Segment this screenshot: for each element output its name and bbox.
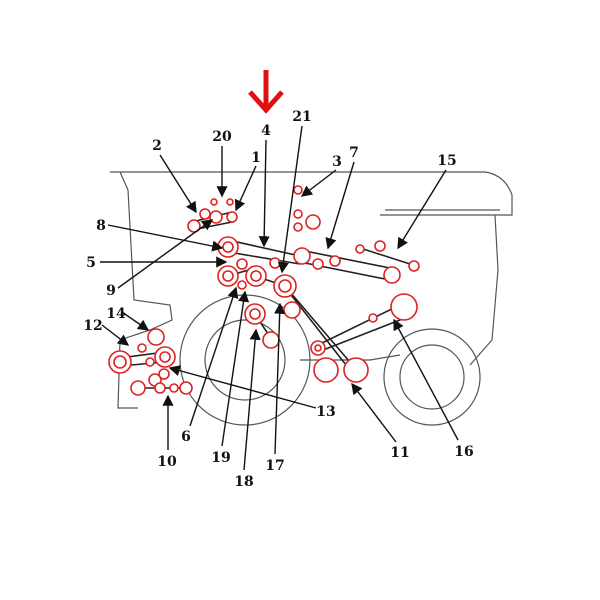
callout-17: 17 — [265, 458, 284, 474]
callout-13: 13 — [316, 404, 335, 420]
red-pointer-arrow-icon — [248, 70, 284, 114]
callout-10: 10 — [157, 454, 177, 470]
callout-16: 16 — [454, 444, 473, 460]
callout-6: 6 — [181, 429, 191, 445]
callout-3: 3 — [332, 154, 342, 170]
callout-14: 14 — [106, 306, 126, 322]
callout-20: 20 — [212, 129, 232, 145]
pulleys — [108, 185, 420, 396]
callout-4: 4 — [261, 123, 271, 139]
callout-12: 12 — [83, 318, 102, 334]
callout-8: 8 — [96, 218, 106, 234]
callout-labels: 1 2 3 4 5 6 7 8 9 10 11 12 13 14 15 16 1… — [83, 109, 473, 490]
callout-19: 19 — [211, 450, 230, 466]
callout-15: 15 — [437, 153, 456, 169]
callout-1: 1 — [251, 150, 261, 166]
callout-9: 9 — [106, 283, 116, 299]
callout-5: 5 — [86, 255, 96, 271]
leader-lines — [100, 125, 459, 471]
callout-21: 21 — [292, 109, 311, 125]
callout-11: 11 — [390, 445, 409, 461]
callout-7: 7 — [349, 145, 359, 161]
callout-2: 2 — [152, 138, 162, 154]
callout-18: 18 — [234, 474, 253, 490]
